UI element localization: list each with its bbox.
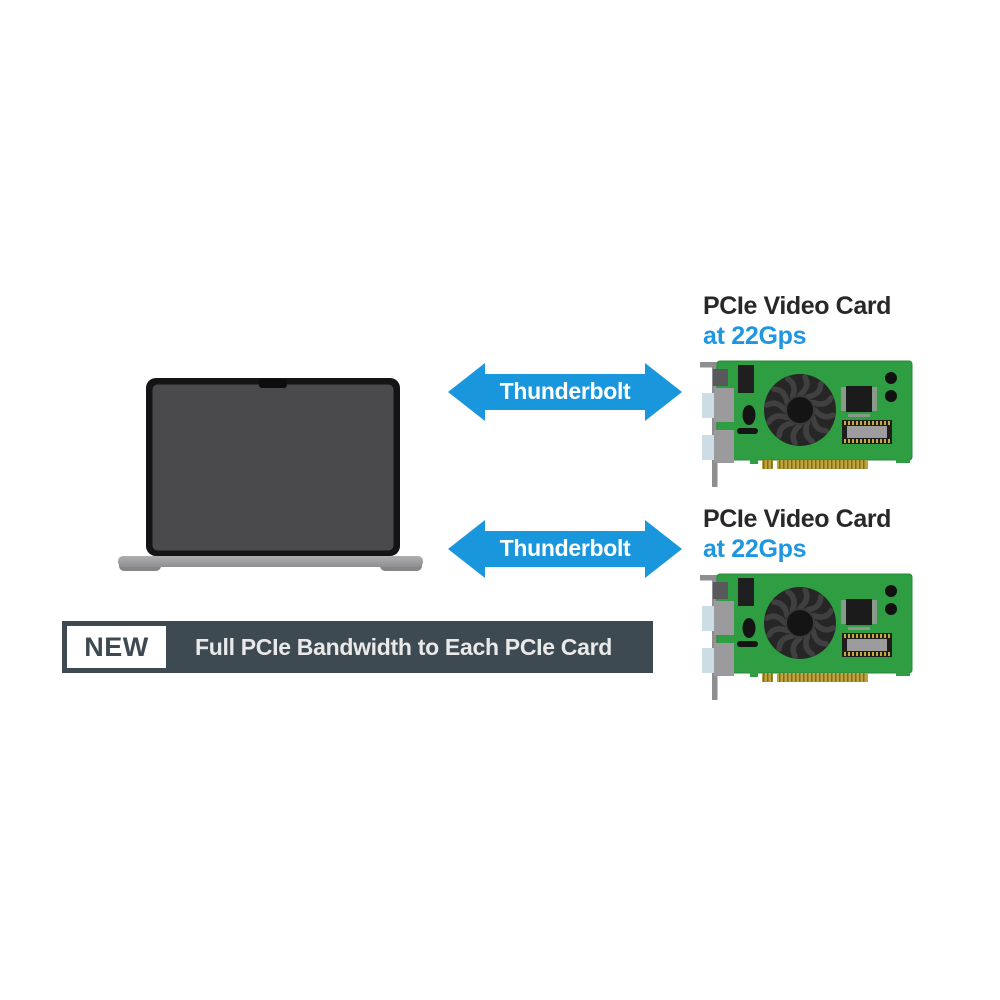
thunderbolt-arrow-top: Thunderbolt — [448, 363, 682, 421]
laptop-icon — [113, 373, 428, 573]
pcie-card-speed: at 22Gps — [703, 535, 807, 563]
feature-banner: NEW Full PCIe Bandwidth to Each PCIe Car… — [62, 621, 653, 673]
thunderbolt-arrow-bottom: Thunderbolt — [448, 520, 682, 578]
arrow-label: Thunderbolt — [499, 378, 631, 404]
double-headed-arrow-icon — [448, 520, 682, 578]
pcie-card-title: PCIe Video Card — [703, 505, 892, 533]
pcie-card-title: PCIe Video Card — [703, 292, 892, 320]
pcie-card-group-bottom: PCIe Video Card at 22Gps — [700, 504, 923, 706]
pcie-video-card-icon — [700, 360, 913, 487]
double-headed-arrow-icon — [448, 363, 682, 421]
feature-banner-text: Full PCIe Bandwidth to Each PCIe Card — [195, 633, 613, 660]
pcie-video-card-icon — [700, 573, 913, 700]
arrow-label: Thunderbolt — [499, 535, 631, 561]
new-badge: NEW — [67, 626, 166, 668]
pcie-card-group-top: PCIe Video Card at 22Gps — [700, 291, 923, 493]
pcie-card-speed: at 22Gps — [703, 322, 807, 350]
